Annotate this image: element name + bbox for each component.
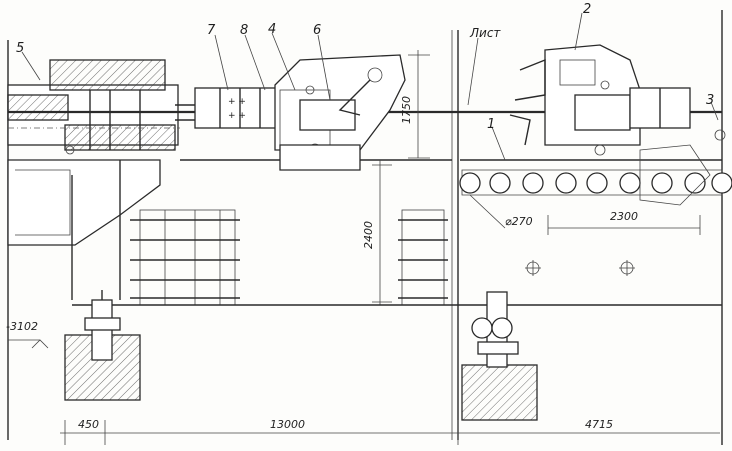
callout-4: 4 — [268, 22, 276, 37]
sheet-label: Лист — [469, 26, 501, 40]
dim-13000-label: 13000 — [270, 418, 305, 431]
dim-diameter-label: ⌀270 — [505, 215, 533, 228]
bolt-stack-left — [130, 209, 240, 306]
dim-2300-label: 2300 — [610, 210, 638, 223]
bottom-dimension-chain: 450 13000 4715 — [60, 418, 720, 445]
dim-1750: 1750 — [400, 50, 430, 159]
callout-leaders — [21, 12, 719, 161]
foundation-right — [461, 291, 538, 421]
callout-5: 5 — [16, 41, 24, 56]
callout-6: 6 — [313, 23, 321, 38]
dim-2400-label: 2400 — [362, 221, 375, 249]
callout-8: 8 — [240, 23, 248, 38]
dim-4715-label: 4715 — [585, 418, 613, 431]
conveyor-rollers — [459, 144, 732, 206]
dim-diameter: ⌀270 — [469, 194, 533, 229]
shear-head-right — [509, 44, 726, 156]
dim-2300: 2300 — [547, 210, 701, 235]
callout-7: 7 — [207, 23, 216, 38]
dim-1750-label: 1750 — [400, 96, 413, 124]
dim-450-label: 450 — [78, 418, 99, 431]
elevation-label: -3102 — [6, 320, 38, 333]
svg-text:+ +: + + — [228, 111, 246, 121]
motor-assembly-left: + + + + — [194, 87, 281, 129]
callout-1: 1 — [487, 117, 495, 132]
foundation-left — [8, 290, 141, 401]
roller-table-left — [7, 59, 179, 300]
bolt-stack-right — [398, 209, 448, 306]
callout-3: 3 — [706, 93, 714, 108]
anchor-marks — [525, 260, 635, 276]
svg-text:+ +: + + — [228, 97, 246, 107]
callout-2: 2 — [583, 2, 591, 17]
dim-2400: 2400 — [362, 160, 392, 305]
shear-head-left — [274, 54, 406, 171]
